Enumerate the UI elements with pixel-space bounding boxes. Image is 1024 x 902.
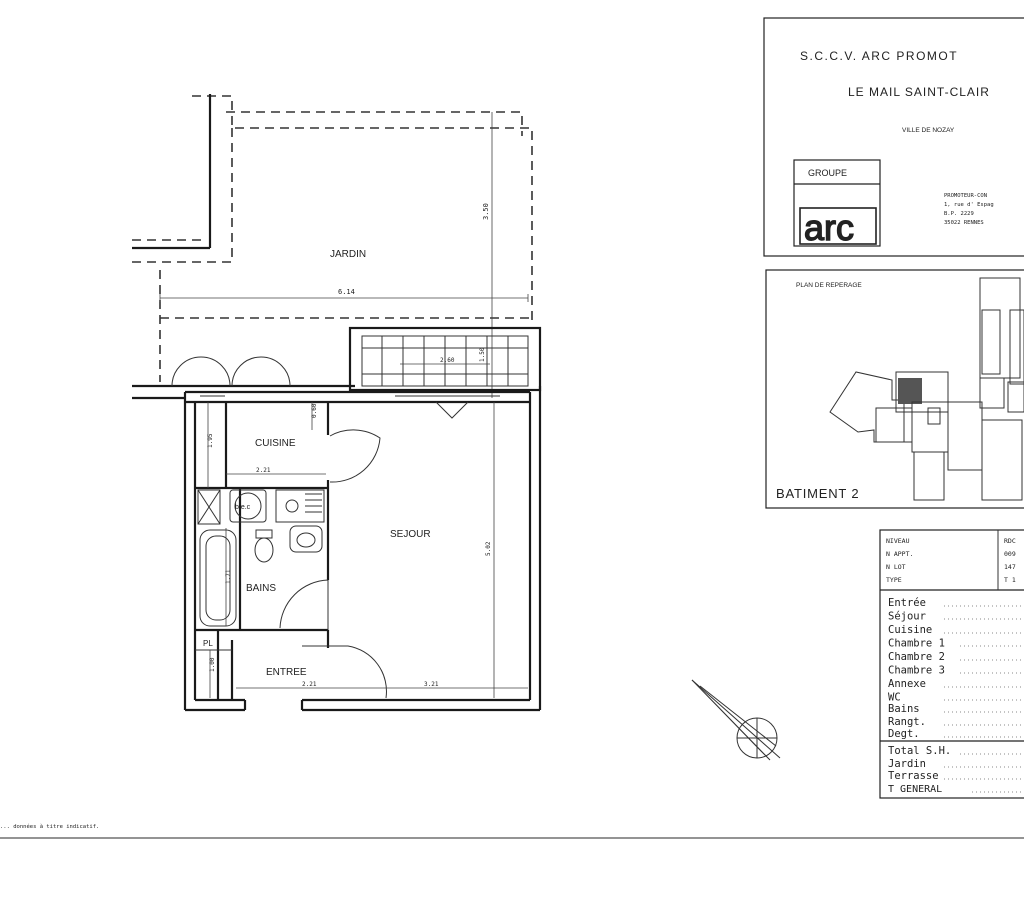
garden-outline (132, 94, 533, 382)
jardin-depth-dim: 3.50 (482, 203, 490, 220)
terrasse-width-dim: 2.60 (440, 357, 455, 364)
surface-row: Annexe (888, 678, 926, 690)
info-value: RDC (1004, 537, 1016, 545)
interior-dimensions: 1.95 2.21 0.60 1.71 1.00 2.21 3.21 5.02 (207, 402, 528, 698)
footnote: ... données à titre indicatif. (0, 823, 99, 830)
jardin-width-dim: 6.14 (338, 288, 355, 296)
promoteur-line-2: 1, rue d' Espag (944, 202, 994, 208)
surface-row: Chambre 2 (888, 651, 945, 663)
bains-length-dim: 1.71 (225, 569, 232, 584)
bec-label: b.e.c (235, 504, 251, 511)
title-block: S.C.C.V. ARC PROMOT LE MAIL SAINT-CLAIR … (763, 17, 1024, 257)
surface-row: Cuisine (888, 624, 932, 636)
total-row: Terrasse (888, 770, 939, 782)
door-swings (171, 356, 469, 699)
surface-row: Séjour (888, 611, 926, 623)
surface-row: Chambre 3 (888, 665, 945, 677)
entree-label: ENTREE (266, 667, 307, 678)
total-row: T GENERAL (888, 784, 942, 795)
terrasse-depth-dim: 1.50 (479, 347, 486, 362)
total-row: Total S.H. (888, 745, 951, 757)
info-label: N APPT. (886, 550, 913, 558)
info-value: 147 (1004, 563, 1016, 571)
total-row: Jardin (888, 758, 926, 770)
promoteur-line-1: PROMOTEUR-CON (944, 193, 987, 199)
info-row: NIVEAU RDC (886, 537, 1016, 545)
total-rows: Total S.H. Jardin Terrasse T GENERAL (888, 745, 951, 795)
info-row: N APPT. 009 (886, 550, 1016, 558)
dot-leaders (944, 605, 1024, 793)
surface-rows: Entrée Séjour Cuisine Chambre 1 Chambre … (888, 597, 945, 740)
cuisine-label: CUISINE (255, 438, 296, 449)
surface-row: WC (888, 692, 901, 704)
info-label: NIVEAU (886, 537, 910, 545)
info-value: 009 (1004, 550, 1016, 558)
placard-depth-dim: 1.00 (209, 657, 216, 672)
city-name: VILLE DE NOZAY (902, 127, 955, 134)
north-arrow-icon (691, 679, 781, 761)
sejour-width-dim: 3.21 (424, 681, 439, 688)
project-name: LE MAIL SAINT-CLAIR (848, 85, 990, 99)
surface-row: Entrée (888, 597, 926, 609)
location-plan: PLAN DE REPERAGE BATIMENT 2 (765, 269, 1024, 509)
info-label: TYPE (886, 576, 902, 584)
terrace-grid: 2.60 1.50 (348, 326, 542, 392)
bains-label: BAINS (246, 583, 276, 594)
fixtures (197, 489, 325, 627)
surface-row: Rangt. (888, 716, 926, 728)
cuisine-depth-dim: 1.95 (207, 433, 214, 448)
info-row: TYPE T 1 (886, 576, 1016, 584)
sejour-depth-dim: 5.02 (485, 541, 492, 556)
company-name: S.C.C.V. ARC PROMOT (800, 49, 958, 63)
info-row: N LOT 147 (886, 563, 1016, 571)
info-label: N LOT (886, 563, 906, 571)
promoteur-line-3: B.P. 2229 (944, 211, 974, 217)
apartment-walls (132, 384, 542, 712)
cuisine-small-dim: 0.60 (311, 403, 318, 418)
surface-row: Bains (888, 703, 920, 715)
cuisine-width-dim: 2.21 (256, 467, 271, 474)
info-value: T 1 (1004, 576, 1016, 584)
promoteur-line-4: 35022 RENNES (944, 220, 984, 226)
groupe-label: GROUPE (808, 168, 847, 178)
location-plan-title: PLAN DE REPERAGE (796, 282, 862, 289)
entree-width-dim: 2.21 (302, 681, 317, 688)
surface-row: Degt. (888, 728, 920, 740)
sejour-label: SEJOUR (390, 529, 431, 540)
arc-logo: arc (804, 207, 854, 248)
placard-label: PL (203, 639, 213, 648)
building-label: BATIMENT 2 (776, 486, 859, 501)
surface-row: Chambre 1 (888, 638, 945, 650)
jardin-label: JARDIN (330, 249, 366, 260)
garden-dimensions: 6.14 3.50 (159, 112, 529, 398)
info-table: NIVEAU RDC N APPT. 009 N LOT 147 TYPE T … (879, 529, 1024, 799)
